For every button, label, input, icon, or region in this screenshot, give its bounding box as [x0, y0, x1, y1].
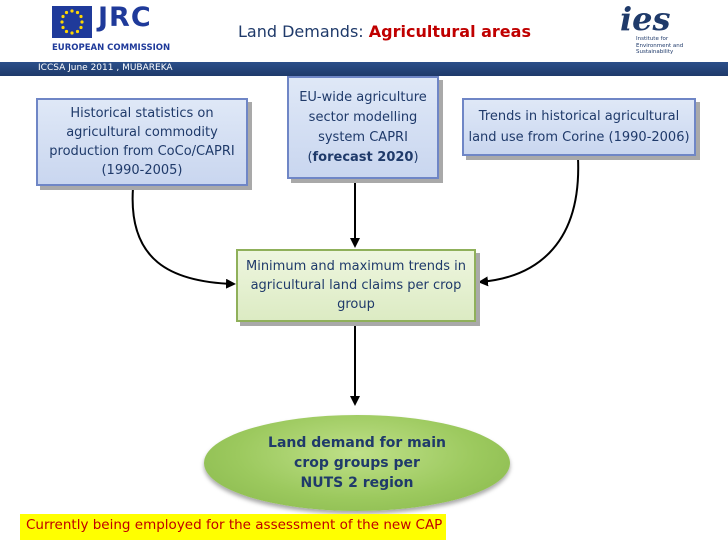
result-line-2: crop groups per: [294, 455, 420, 471]
historical-line-4: (1990-2005): [101, 163, 183, 178]
capri-line-2: sector modelling: [308, 109, 418, 125]
capri-line-3: system CAPRI: [318, 129, 408, 145]
corine-trends-box: Trends in historical agricultural land u…: [462, 98, 696, 156]
jrc-logo: JRC EUROPEAN COMMISSION: [52, 2, 170, 56]
european-commission-caption: EUROPEAN COMMISSION: [52, 43, 171, 53]
subtitle-bar: [0, 62, 728, 76]
capri-close-paren: ): [413, 149, 419, 165]
page-title: Land Demands: Agricultural areas: [238, 22, 531, 41]
ies-wordmark: ies: [620, 0, 671, 38]
arrow-historical-to-trends: [131, 187, 236, 289]
header: JRC EUROPEAN COMMISSION Land Demands: Ag…: [0, 0, 728, 62]
arrow-corine-to-trends: [478, 157, 580, 287]
historical-line-1: Historical statistics on: [70, 106, 214, 121]
capri-open-paren: (: [307, 149, 313, 165]
corine-line-1: Trends in historical agricultural: [478, 109, 680, 124]
historical-line-2: agricultural commodity: [66, 125, 218, 140]
historical-line-3: production from CoCo/CAPRI: [49, 144, 235, 159]
capri-line-1: EU-wide agriculture: [299, 89, 427, 105]
jrc-wordmark: JRC: [98, 2, 152, 33]
trends-line-3: group: [337, 297, 375, 312]
footer-note: Currently being employed for the assessm…: [20, 514, 447, 540]
capri-forecast: forecast 2020: [312, 149, 414, 165]
conference-info: ICCSA June 2011 , MUBAREKA: [38, 63, 173, 73]
historical-statistics-box: Historical statistics on agricultural co…: [36, 98, 248, 186]
eu-flag-icon: [52, 6, 92, 38]
capri-model-box: EU-wide agriculture sector modelling sys…: [287, 76, 439, 179]
title-highlight: Agricultural areas: [368, 22, 531, 41]
min-max-trends-box: Minimum and maximum trends in agricultur…: [236, 249, 476, 322]
title-prefix: Land Demands:: [238, 22, 369, 41]
corine-line-2: land use from Corine (1990-2006): [468, 130, 690, 145]
ies-caption: Institute for Environment and Sustainabi…: [636, 36, 684, 55]
trends-line-1: Minimum and maximum trends in: [245, 259, 466, 274]
land-demand-result-oval: Land demand for main crop groups per NUT…: [204, 415, 510, 511]
result-line-3: NUTS 2 region: [300, 475, 414, 491]
ies-logo: ies Institute for Environment and Sustai…: [620, 0, 700, 60]
trends-line-2: agricultural land claims per crop: [250, 278, 462, 293]
result-line-1: Land demand for main: [268, 435, 446, 451]
capri-forecast-line: (forecast 2020): [299, 148, 427, 168]
